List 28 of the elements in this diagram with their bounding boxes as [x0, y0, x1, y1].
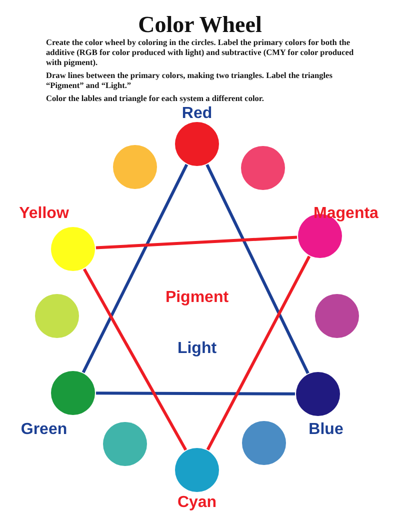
- triangle-line: [96, 236, 298, 250]
- color-circle: [175, 122, 219, 166]
- triangle-line: [82, 164, 188, 374]
- color-name-label: Yellow: [19, 206, 69, 222]
- color-circle: [51, 227, 95, 271]
- triangle-line: [206, 164, 310, 374]
- instruction-text: Color the lables and triangle for each system a different color.: [46, 94, 265, 104]
- color-circle: [51, 371, 95, 415]
- triangle-label: Light: [177, 340, 217, 358]
- instruction-text: Create the color wheel by coloring in the circles. Label the primary colors for both the additive (RGB for color produced with light) and subtractive (CMY for color produced with pigment).: [46, 38, 355, 68]
- color-circle: [241, 146, 285, 190]
- triangle-label: Pigment: [165, 289, 229, 307]
- color-name-label: Magenta: [314, 206, 378, 222]
- instruction-text: Draw lines between the primary colors, making two triangles. Label the triangles “Pigment” and “Light.”: [46, 71, 334, 91]
- color-name-label: Blue: [308, 422, 344, 438]
- color-circle: [242, 421, 286, 465]
- triangle-line: [82, 268, 188, 451]
- color-circle: [113, 145, 157, 189]
- color-circle: [175, 448, 219, 492]
- color-name-label: Green: [20, 422, 68, 438]
- color-name-label: Red: [182, 106, 212, 122]
- color-circle: [35, 294, 79, 338]
- color-name-label: Cyan: [177, 495, 217, 511]
- color-circle: [296, 372, 340, 416]
- color-circle: [103, 422, 147, 466]
- triangle-line: [96, 392, 295, 396]
- title: Color Wheel: [137, 12, 263, 38]
- color-circle: [315, 294, 359, 338]
